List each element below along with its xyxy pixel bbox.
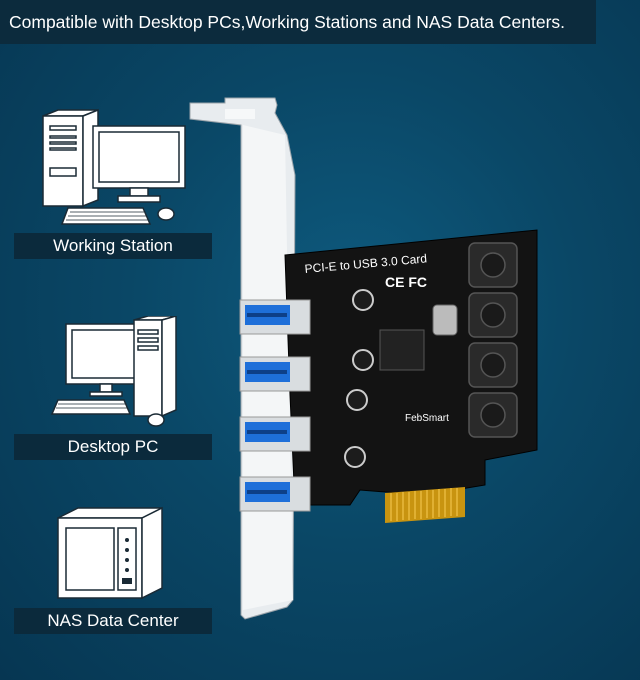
device-label-desktop-pc: Desktop PC [14, 434, 212, 460]
usb-port [239, 416, 311, 452]
inductor-stack [468, 242, 518, 438]
device-label-workstation: Working Station [14, 233, 212, 259]
nas-server-icon [57, 506, 163, 600]
pcie-gold-connector [385, 487, 465, 523]
usb-port [239, 356, 311, 392]
brand-label: FebSmart [405, 413, 449, 424]
capacitor [352, 289, 374, 311]
compatibility-banner: Compatible with Desktop PCs,Working Stat… [0, 0, 596, 44]
pcie-usb-card-image: PCI-E to USB 3.0 Card CE FC FebSmart [189, 97, 538, 620]
desktop-pc-icon [50, 316, 177, 427]
cert-marks: CE FC [385, 274, 427, 290]
usb-port [239, 476, 311, 512]
usb-port [239, 299, 311, 335]
device-label-nas: NAS Data Center [14, 608, 212, 634]
workstation-icon [42, 108, 186, 225]
controller-chip [379, 329, 425, 371]
